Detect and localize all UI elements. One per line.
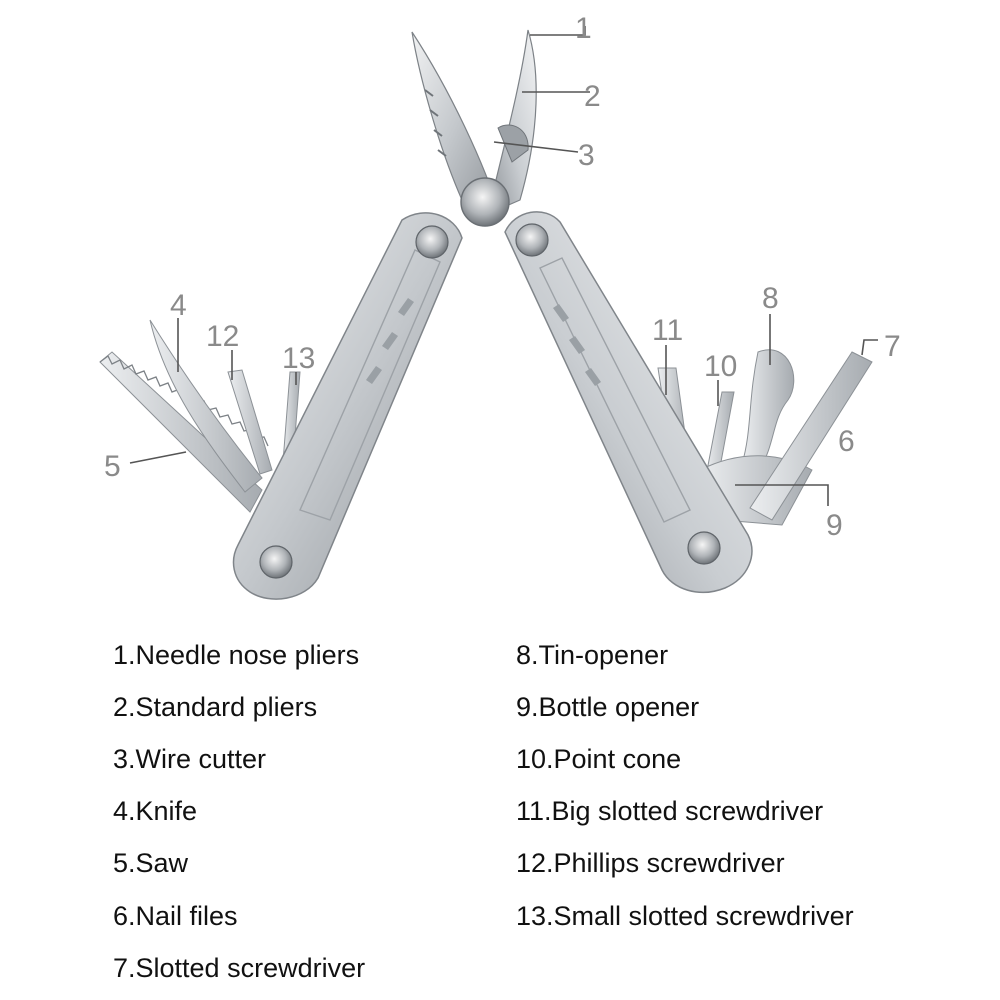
multitool-illustration: 1 2 3 4 5 6 7 8 9 10 11 12 13 [99,12,901,600]
legend-item: 10.Point cone [516,744,682,774]
legend-item: 6.Nail files [113,901,238,931]
callout-12: 12 [206,320,239,353]
leader-lines [129,26,878,506]
callout-2: 2 [584,80,601,113]
callout-13: 13 [282,342,315,375]
callout-10: 10 [704,350,737,383]
right-handle [504,211,753,593]
legend-item: 13.Small slotted screwdriver [516,901,854,931]
legend-item: 9.Bottle opener [516,692,700,722]
nail-file [749,351,873,521]
left-handle [232,212,463,600]
tin-opener [741,349,795,471]
phillips-screwdriver [227,369,273,475]
pliers-head [411,29,537,227]
legend-item: 11.Big slotted screwdriver [516,796,824,826]
legend-item: 5.Saw [113,848,189,878]
knife-blade [149,319,263,493]
callout-3: 3 [578,139,595,172]
callout-8: 8 [762,282,779,315]
legend-item: 8.Tin-opener [516,640,669,670]
callout-1: 1 [575,12,592,45]
left-tools [99,319,301,513]
legend-item: 7.Slotted screwdriver [113,953,366,983]
legend-item: 12.Phillips screwdriver [516,848,785,878]
callout-4: 4 [170,289,187,322]
legend-item: 1.Needle nose pliers [113,640,360,670]
callout-9: 9 [826,509,843,542]
callout-labels: 1 2 3 4 5 6 7 8 9 10 11 12 13 [104,12,901,542]
pivot [460,177,510,227]
callout-5: 5 [104,450,121,483]
callout-11: 11 [652,314,683,347]
callout-6: 6 [838,425,855,458]
legend-item: 2.Standard pliers [113,692,318,722]
legend-item: 4.Knife [113,796,198,826]
callout-7: 7 [884,330,901,363]
legend-item: 3.Wire cutter [113,744,267,774]
